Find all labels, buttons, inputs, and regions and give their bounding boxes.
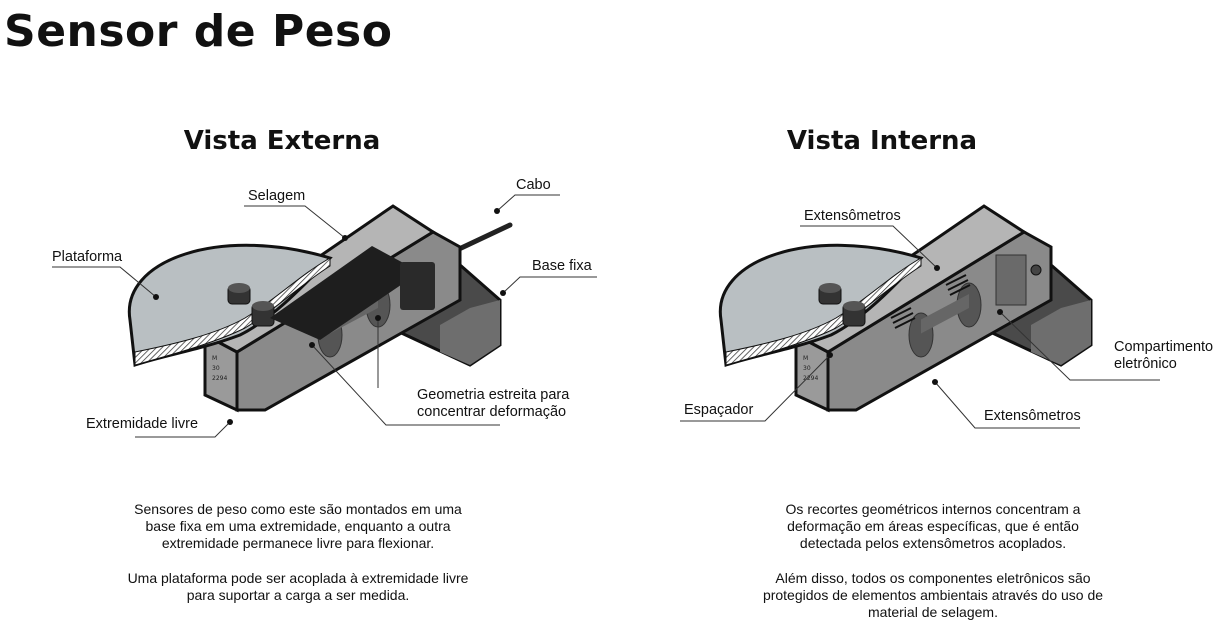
- label-free-end: Extremidade livre: [86, 416, 199, 432]
- label-narrow-geometry-line2: concentrar deformação: [417, 404, 567, 420]
- label-strain-gauges-top: Extensômetros: [804, 208, 901, 224]
- page-title: Sensor de Peso: [4, 6, 393, 57]
- sealing-strip: [270, 246, 420, 340]
- label-electronics-line1: Compartimento: [1114, 339, 1214, 355]
- label-cable: Cabo: [516, 177, 551, 193]
- leader-lines-external: [52, 194, 597, 438]
- label-electronics-line2: eletrônico: [1114, 356, 1177, 372]
- description-paragraph: Sensores de peso como este são montados …: [134, 501, 462, 551]
- external-view-heading: Vista Externa: [183, 126, 381, 156]
- internal-view-heading: Vista Interna: [786, 126, 978, 156]
- external-view-description: Sensores de peso como este são montados …: [78, 501, 518, 622]
- leader-dots-internal: [827, 265, 1003, 385]
- label-narrow-geometry-line1: Geometria estreita para: [417, 387, 570, 403]
- leader-dots-external: [153, 208, 506, 425]
- label-spacer: Espaçador: [684, 402, 754, 418]
- internal-view-illustration: [718, 204, 1093, 412]
- label-fixed-base: Base fixa: [532, 258, 592, 274]
- leader-lines-internal: [680, 225, 1160, 429]
- label-sealing: Selagem: [248, 188, 306, 204]
- label-strain-gauges-bottom: Extensômetros: [984, 408, 1081, 424]
- label-platform: Plataforma: [52, 249, 123, 265]
- internal-view-description: Os recortes geométricos internos concent…: [713, 501, 1153, 639]
- description-paragraph: Uma plataforma pode ser acoplada à extre…: [127, 570, 469, 603]
- description-paragraph: Além disso, todos os componentes eletrôn…: [762, 570, 1104, 620]
- external-view-illustration: [127, 204, 513, 412]
- description-paragraph: Os recortes geométricos internos concent…: [785, 501, 1081, 551]
